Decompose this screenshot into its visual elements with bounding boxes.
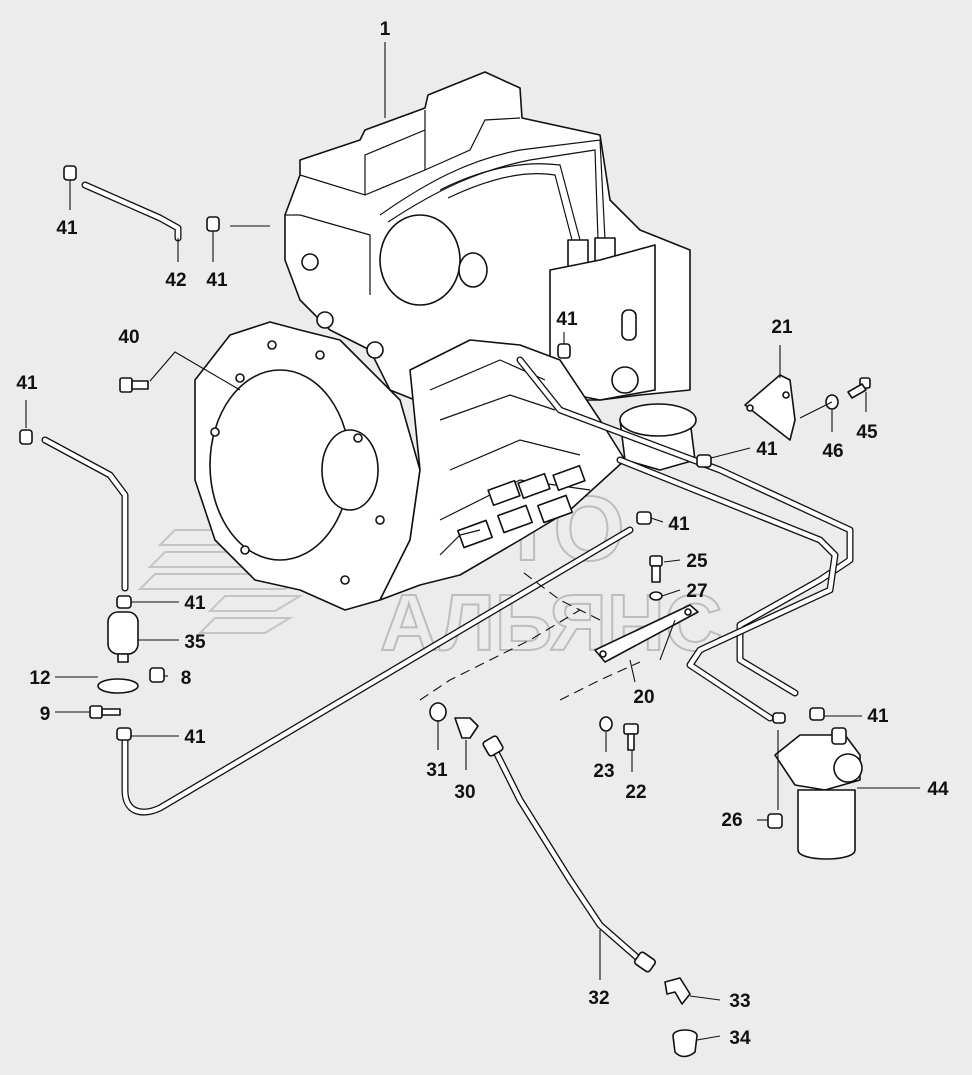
bolt-40-shank xyxy=(131,380,149,390)
callout-45: 45 xyxy=(856,422,878,443)
callout-41d: 41 xyxy=(556,309,578,330)
clamp-41e xyxy=(696,454,712,468)
bracket-21 xyxy=(744,374,796,441)
side-slot xyxy=(621,309,637,341)
callout-41i: 41 xyxy=(867,706,889,727)
washer-23 xyxy=(599,716,613,732)
clamp-41a xyxy=(63,165,77,181)
callout-23: 23 xyxy=(593,761,614,782)
callout-44: 44 xyxy=(927,779,949,800)
fuel-filter-bowl xyxy=(797,789,856,860)
inline-filter-35-nozzle xyxy=(117,653,129,663)
head-hole-3 xyxy=(366,341,384,359)
bolt-45-shank xyxy=(847,383,867,399)
callout-30: 30 xyxy=(454,782,475,803)
callout-41f: 41 xyxy=(668,514,690,535)
bolt-9-shank xyxy=(101,708,121,716)
fuel-filter-plug xyxy=(831,727,847,745)
bolt-40-head xyxy=(119,377,133,393)
callout-33: 33 xyxy=(729,991,750,1012)
clip-12 xyxy=(97,678,139,694)
hose-fitting-top xyxy=(482,735,504,757)
callout-35: 35 xyxy=(184,632,206,653)
oring-31 xyxy=(429,702,447,722)
callout-41e: 41 xyxy=(756,439,778,460)
callout-41b: 41 xyxy=(206,270,228,291)
bracket-20 xyxy=(594,604,699,663)
elbow-33 xyxy=(664,977,691,1005)
callout-20: 20 xyxy=(633,687,654,708)
small-parts xyxy=(19,165,871,1058)
callout-34: 34 xyxy=(729,1028,751,1049)
callout-labels: 1 41 42 41 40 41 41 21 45 46 41 41 25 27… xyxy=(16,19,949,1049)
fuel-filter-port xyxy=(833,753,863,783)
leader-lines xyxy=(25,42,920,1041)
engine-assembly[interactable] xyxy=(194,71,697,611)
clamp-41b xyxy=(206,216,220,232)
head-hole-2 xyxy=(316,311,334,329)
fuel-lines xyxy=(41,181,854,973)
clamp-41g xyxy=(116,595,132,609)
head-hole-1 xyxy=(301,253,319,271)
callout-27: 27 xyxy=(686,581,707,602)
clamp-41h xyxy=(116,727,132,741)
callout-41h: 41 xyxy=(184,727,206,748)
housing-hole xyxy=(321,429,379,511)
callout-12: 12 xyxy=(29,668,50,689)
intake-pipe-end xyxy=(458,252,488,288)
bolt-22-shank xyxy=(627,733,635,751)
side-cap xyxy=(611,366,639,394)
nut-26 xyxy=(767,813,783,829)
callout-21: 21 xyxy=(771,317,793,338)
clamp-41c xyxy=(19,429,33,445)
clamp-41d xyxy=(557,343,571,359)
bolt-9-head xyxy=(89,705,103,719)
bolt-22-head xyxy=(623,723,639,735)
callout-46: 46 xyxy=(822,441,843,462)
callout-41g: 41 xyxy=(184,593,206,614)
clamp-41f xyxy=(636,511,652,525)
clamp-41i xyxy=(809,707,825,721)
callout-8: 8 xyxy=(181,668,192,689)
callout-32: 32 xyxy=(588,988,609,1009)
cap-34 xyxy=(672,1029,698,1058)
inline-filter-35 xyxy=(107,611,139,655)
clamp-41j xyxy=(772,712,786,724)
bolt-25-shank xyxy=(651,565,661,583)
oil-filter-top xyxy=(619,403,697,437)
callout-42: 42 xyxy=(165,270,186,291)
callout-40: 40 xyxy=(118,327,139,348)
callout-25: 25 xyxy=(686,551,708,572)
washer-27 xyxy=(649,591,663,601)
intake-pipe xyxy=(379,214,461,306)
callout-1: 1 xyxy=(380,19,391,40)
callout-41c: 41 xyxy=(16,373,38,394)
callout-22: 22 xyxy=(625,782,646,803)
callout-9: 9 xyxy=(40,704,51,725)
nut-8 xyxy=(149,667,165,683)
hose-fitting-bottom xyxy=(633,951,657,973)
callout-41a: 41 xyxy=(56,218,78,239)
crankcase xyxy=(379,339,626,601)
callout-26: 26 xyxy=(721,810,742,831)
callout-31: 31 xyxy=(426,760,448,781)
bolt-25-head xyxy=(649,555,663,567)
fitting-30 xyxy=(454,717,479,739)
